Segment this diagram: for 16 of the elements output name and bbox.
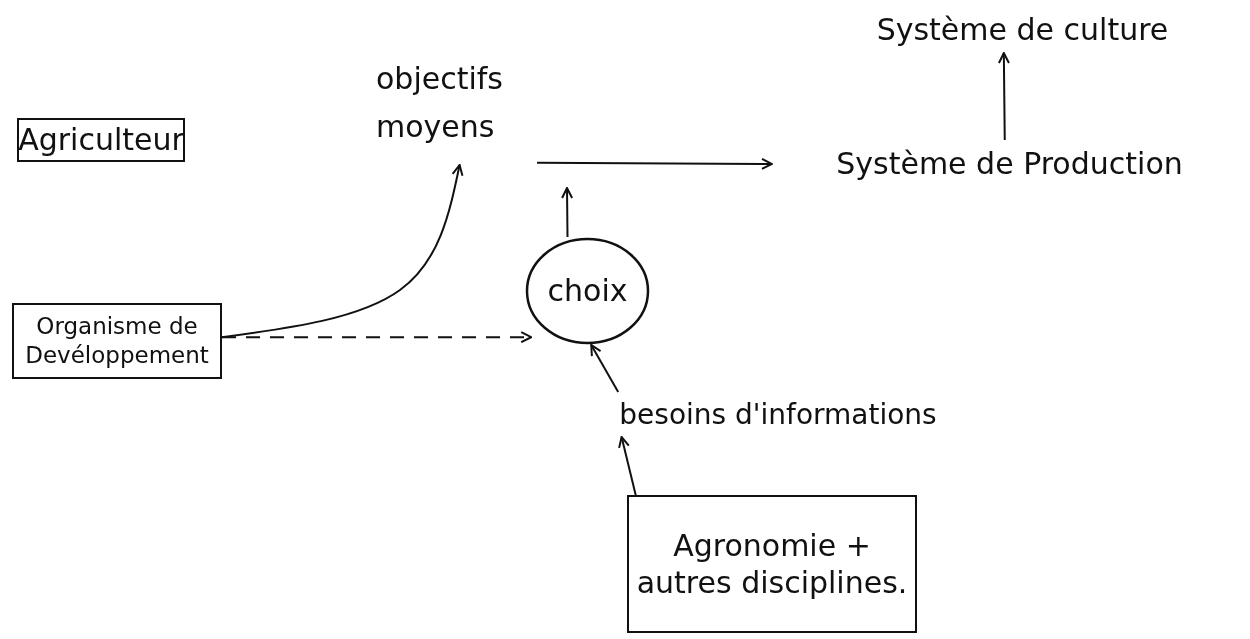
box-label: Organisme de Devéloppement — [24, 312, 210, 370]
text-label: Système de culture — [876, 10, 1169, 49]
text-label: besoins d'informations — [619, 397, 937, 432]
arrow — [997, 52, 1010, 141]
box-label: Agriculteur — [18, 121, 184, 159]
dashed-arrow — [221, 331, 533, 344]
box-label: Agronomie + autres disciplines. — [635, 526, 909, 602]
text-label: Système de Production — [836, 145, 1183, 183]
discipline-box — [627, 495, 917, 633]
arrow — [590, 344, 620, 393]
arrow — [561, 187, 574, 238]
arrow — [536, 157, 773, 170]
text-label: objectifs moyens — [376, 60, 504, 146]
organisation-box — [12, 303, 222, 379]
arrow — [618, 436, 637, 496]
ellipse-label: choix — [547, 272, 628, 310]
